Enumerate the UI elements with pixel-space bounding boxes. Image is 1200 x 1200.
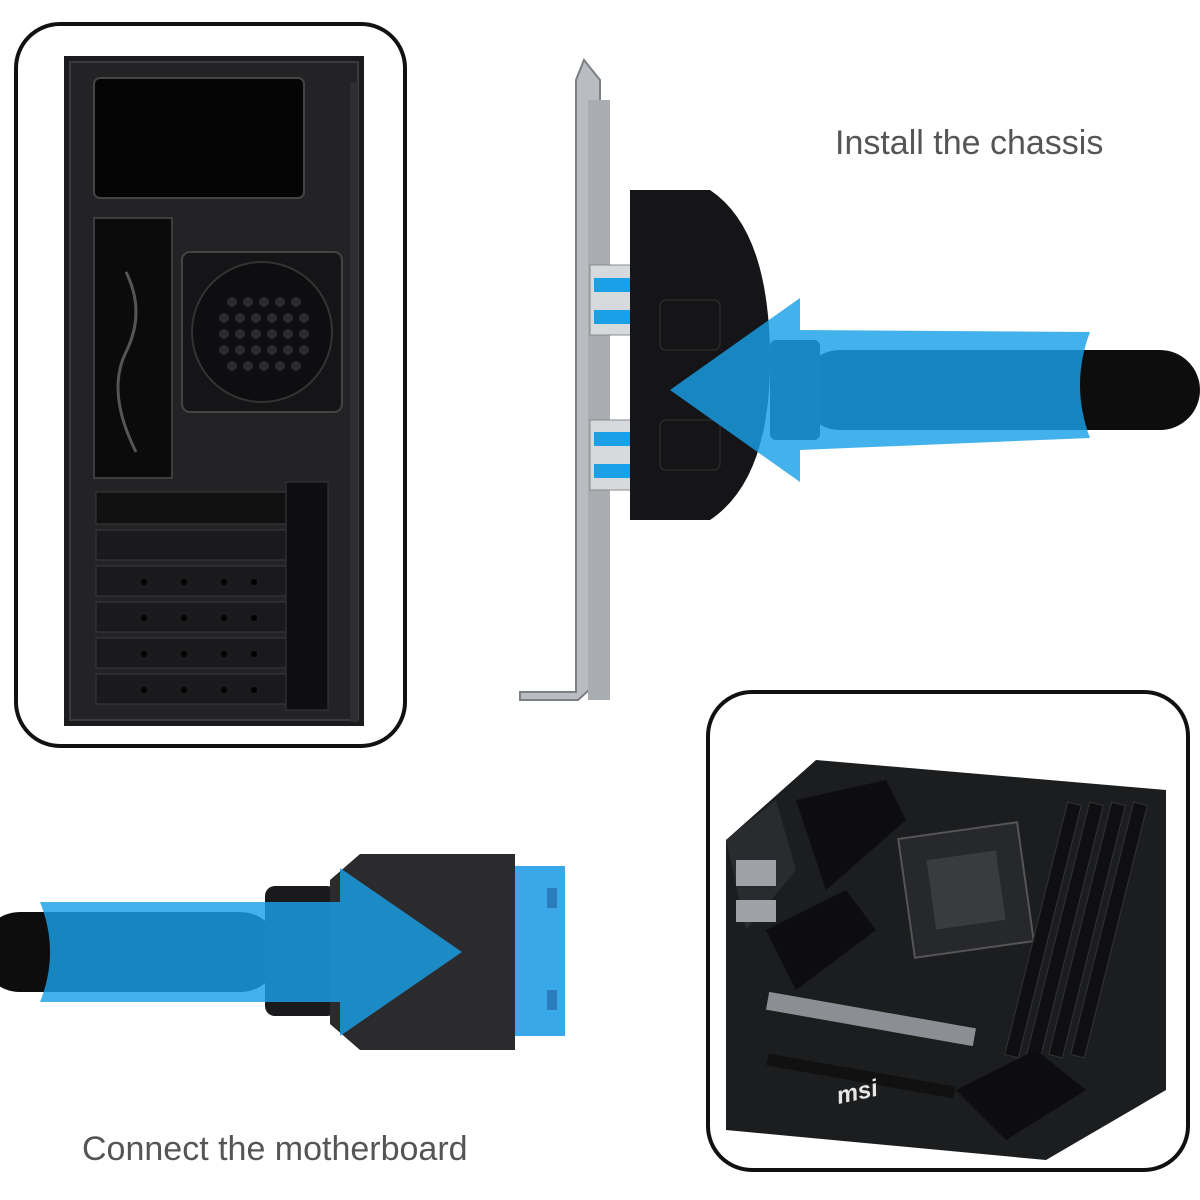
connect-caption: Connect the motherboard [82,1130,468,1168]
pc-case-image [64,56,364,726]
header-connector-illustration [0,854,565,1050]
case-rear-panel [14,22,407,748]
install-caption: Install the chassis [835,124,1104,162]
bracket-cable-illustration [519,58,1200,701]
motherboard-image: msi [726,760,1166,1160]
motherboard-panel: msi [706,690,1190,1172]
